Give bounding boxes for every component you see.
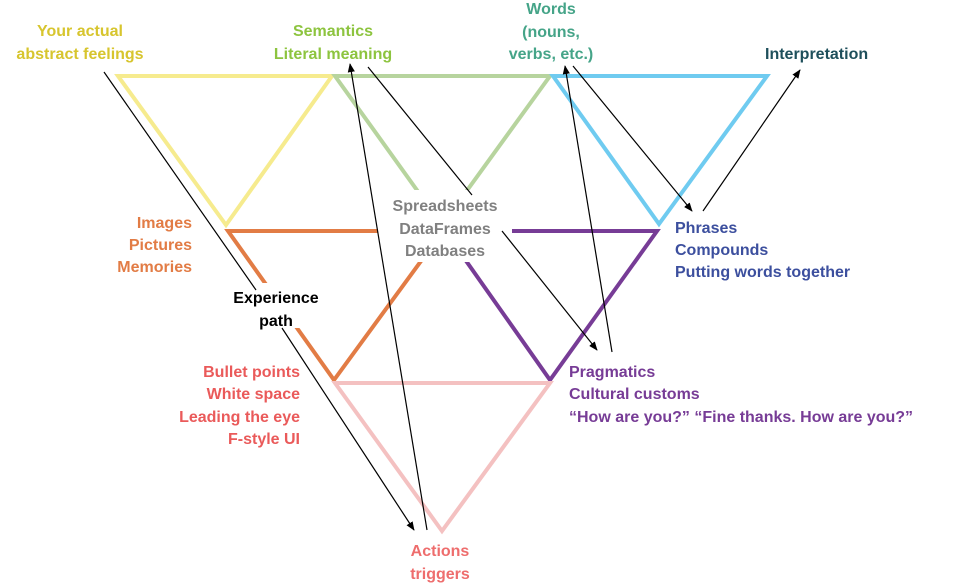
data-line-1: Spreadsheets [393,198,498,215]
words-line-2: (nouns, [522,24,580,41]
feelings-line-1: Your actual [37,23,123,40]
words-to-phrases-arrow [572,65,693,212]
data-label-backing [378,190,512,262]
pragmatics-line-2: Cultural customs [569,386,700,403]
words-label: Words (nouns, verbs, etc.) [509,1,593,63]
phrases-label: Phrases Compounds Putting words together [675,220,850,281]
semantics-to-data-line [367,66,473,196]
pragmatics-to-words-arrow [562,65,613,353]
experience-line-1: Experience [233,290,318,307]
words-line-3: verbs, etc.) [509,46,593,63]
semantics-label: Semantics Literal meaning [274,23,392,63]
phrases-line-3: Putting words together [675,264,850,281]
actions-to-semantics-arrow [347,63,428,531]
actions-line-2: triggers [410,566,470,583]
data-line-3: Databases [405,243,485,260]
experience-path-arrow-start [103,71,257,291]
phrases-line-1: Phrases [675,220,737,237]
pragmatics-label: Pragmatics Cultural customs “How are you… [569,364,913,426]
layout-line-1: Bullet points [203,364,300,381]
data-line-2: DataFrames [399,221,491,238]
interpretation-label: Interpretation [765,46,868,63]
feelings-label: Your actual abstract feelings [16,23,143,63]
images-label: Images Pictures Memories [117,215,192,276]
layout-label: Bullet points White space Leading the ey… [179,364,300,448]
experience-label: Experience path [233,290,318,330]
pragmatics-line-3: “How are you?” “Fine thanks. How are you… [569,409,913,426]
experience-label-backing [222,283,332,328]
feelings-triangle [114,74,336,229]
images-line-3: Memories [117,259,192,276]
pragmatics-triangle [441,229,661,384]
pragmatics-line-1: Pragmatics [569,364,655,381]
layout-line-3: Leading the eye [179,409,300,426]
layout-line-4: F-style UI [228,431,300,448]
images-line-1: Images [137,215,192,232]
words-line-1: Words [526,1,576,18]
semantics-line-1: Semantics [293,23,373,40]
layout-line-2: White space [207,386,300,403]
phrases-line-2: Compounds [675,242,768,259]
experience-path-arrow [281,327,415,531]
words-triangle [549,74,771,228]
data-label: Spreadsheets DataFrames Databases [393,198,498,260]
experience-line-2: path [259,313,293,330]
semantics-triangle [331,74,554,229]
actions-label: Actions triggers [410,543,470,583]
feelings-line-2: abstract feelings [16,46,143,63]
semantics-line-2: Literal meaning [274,46,392,63]
actions-line-1: Actions [411,543,470,560]
images-line-2: Pictures [129,237,192,254]
actions-triangle [331,381,554,535]
data-to-pragmatics-arrow [501,230,598,351]
phrases-to-interpretation-arrow [702,69,801,212]
